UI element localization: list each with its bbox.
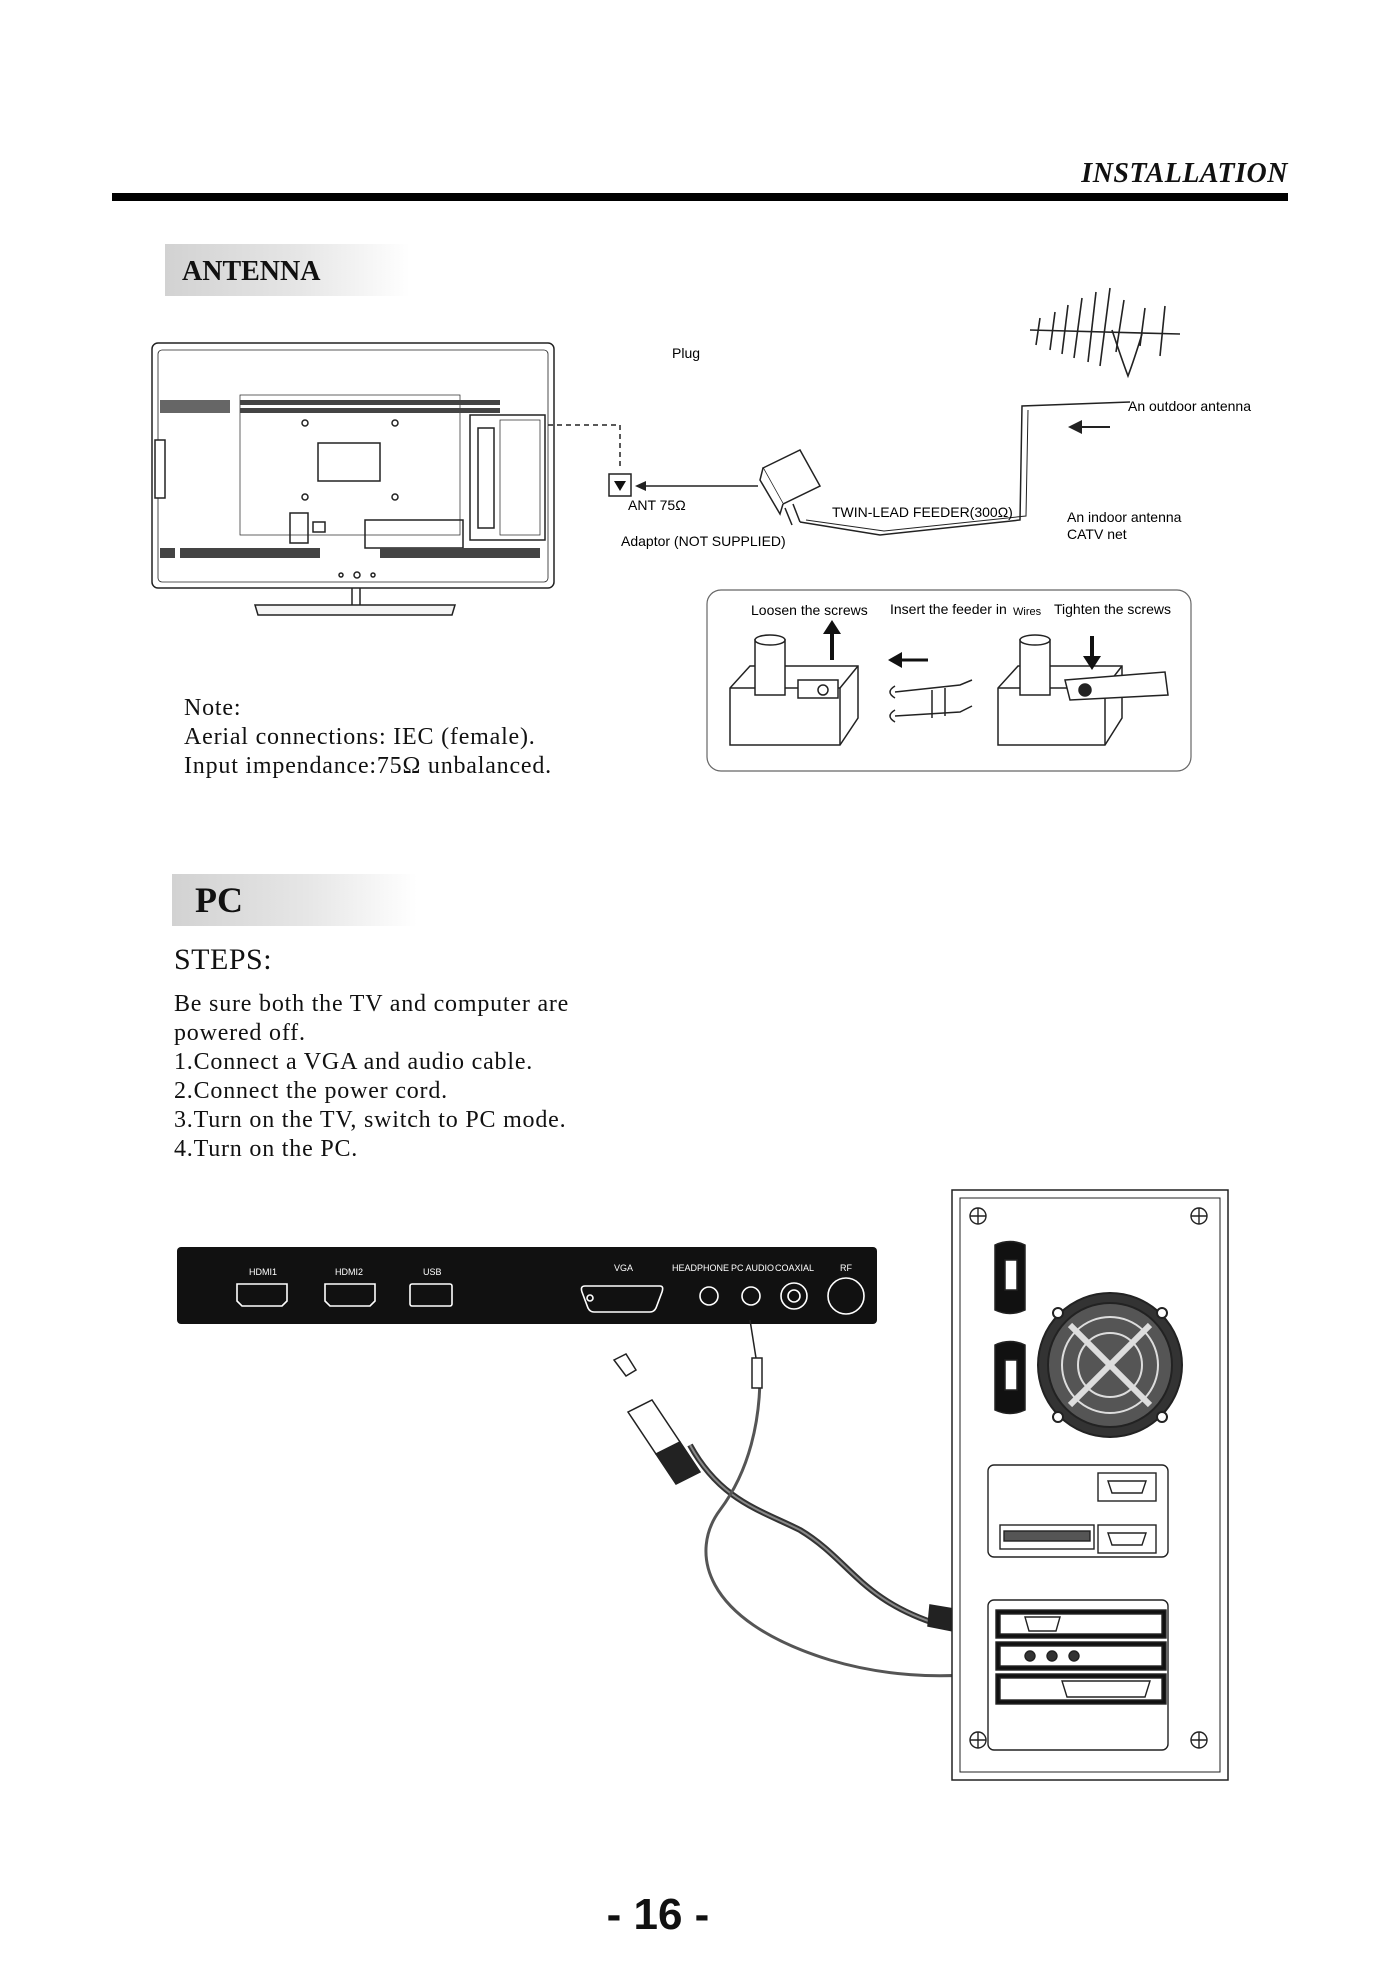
audio-cable xyxy=(704,1374,991,1678)
step-line: Be sure both the TV and computer are xyxy=(174,991,570,1017)
vga-plug-tv-side xyxy=(612,1353,702,1485)
pc-screws xyxy=(969,1207,1208,1749)
step-line: 3.Turn on the TV, switch to PC mode. xyxy=(174,1107,567,1133)
headphone-port xyxy=(699,1286,719,1306)
audio-plug-tv-side xyxy=(749,1319,763,1389)
hdmi2-port xyxy=(324,1283,376,1307)
port-label-rf: RF xyxy=(840,1263,852,1273)
twin-lead-feeder-line xyxy=(799,401,1131,536)
label-plug: Plug xyxy=(672,345,700,361)
pc-section-title: PC xyxy=(195,880,243,920)
steps-list: Be sure both the TV and computer are pow… xyxy=(174,990,569,1164)
label-indoor-antenna: An indoor antenna xyxy=(1067,509,1182,525)
note-line-1: Aerial connections: IEC (female). xyxy=(184,724,536,750)
antenna-note: Note: Aerial connections: IEC (female). … xyxy=(184,694,552,781)
usb-port xyxy=(409,1283,453,1307)
steps-title: STEPS: xyxy=(174,943,273,976)
pc-expansion-cards xyxy=(987,1599,1169,1751)
pc-power-sockets xyxy=(994,1240,1026,1415)
pc-section-bar xyxy=(172,874,417,926)
pc-io-panel xyxy=(987,1464,1169,1558)
antenna-diagram: Plug An outdoor antenna ANT 75Ω TWIN-LEA… xyxy=(151,287,1251,772)
pc-audio-port xyxy=(741,1286,761,1306)
terminal-tighten-illustration xyxy=(997,634,1169,746)
label-adaptor: Adaptor (NOT SUPPLIED) xyxy=(621,533,786,549)
label-twin-lead-feeder: TWIN-LEAD FEEDER(300Ω) xyxy=(832,504,1013,520)
port-label-pc-audio: PC AUDIO xyxy=(731,1263,774,1273)
note-line-2: Input impendance:75Ω unbalanced. xyxy=(184,753,552,779)
hdmi1-port xyxy=(236,1283,288,1307)
antenna-section-title: ANTENNA xyxy=(182,256,321,287)
tv-to-ant-dashed-line xyxy=(548,424,621,470)
vga-cable xyxy=(687,1443,991,1631)
pc-fan-illustration xyxy=(1037,1292,1183,1438)
label-ant: ANT 75Ω xyxy=(628,497,686,513)
port-label-vga: VGA xyxy=(614,1263,633,1273)
coaxial-port xyxy=(780,1282,808,1310)
label-wires: Wires xyxy=(1013,606,1042,618)
port-label-headphone: HEADPHONE xyxy=(672,1263,729,1273)
label-outdoor-antenna: An outdoor antenna xyxy=(1128,398,1251,414)
label-insert-feeder: Insert the feeder in xyxy=(890,601,1007,617)
port-label-hdmi1: HDMI1 xyxy=(249,1267,277,1277)
terminal-loosen-illustration xyxy=(729,634,859,746)
tv-port-strip xyxy=(177,1247,877,1324)
tv-vent-stripes xyxy=(160,400,540,558)
pc-connection-diagram: HDMI1 HDMI2 USB VGA HEADPHONE PC AUDIO C… xyxy=(177,1189,1229,1781)
label-tighten-screws: Tighten the screws xyxy=(1054,601,1171,617)
adaptor-plug-illustration xyxy=(759,449,822,526)
page-number: - 16 - xyxy=(606,1890,710,1939)
tv-back-illustration xyxy=(151,342,555,616)
port-label-coaxial: COAXIAL xyxy=(775,1263,814,1273)
header-title: INSTALLATION xyxy=(1081,158,1288,189)
vga-port xyxy=(580,1285,664,1313)
label-loosen-screws: Loosen the screws xyxy=(751,602,868,618)
step-line: 2.Connect the power cord. xyxy=(174,1078,448,1104)
outdoor-antenna-illustration xyxy=(1029,287,1181,379)
step-line: powered off. xyxy=(174,1020,306,1046)
note-title: Note: xyxy=(184,695,242,721)
step-line: 4.Turn on the PC. xyxy=(174,1136,359,1162)
port-label-usb: USB xyxy=(423,1267,442,1277)
step-line: 1.Connect a VGA and audio cable. xyxy=(174,1049,534,1075)
port-label-hdmi2: HDMI2 xyxy=(335,1267,363,1277)
feeder-wires-illustration xyxy=(889,679,973,723)
antenna-section-bar xyxy=(165,244,410,296)
label-catv-net: CATV net xyxy=(1067,526,1127,542)
rf-port xyxy=(827,1277,865,1315)
header-rule xyxy=(112,193,1288,201)
